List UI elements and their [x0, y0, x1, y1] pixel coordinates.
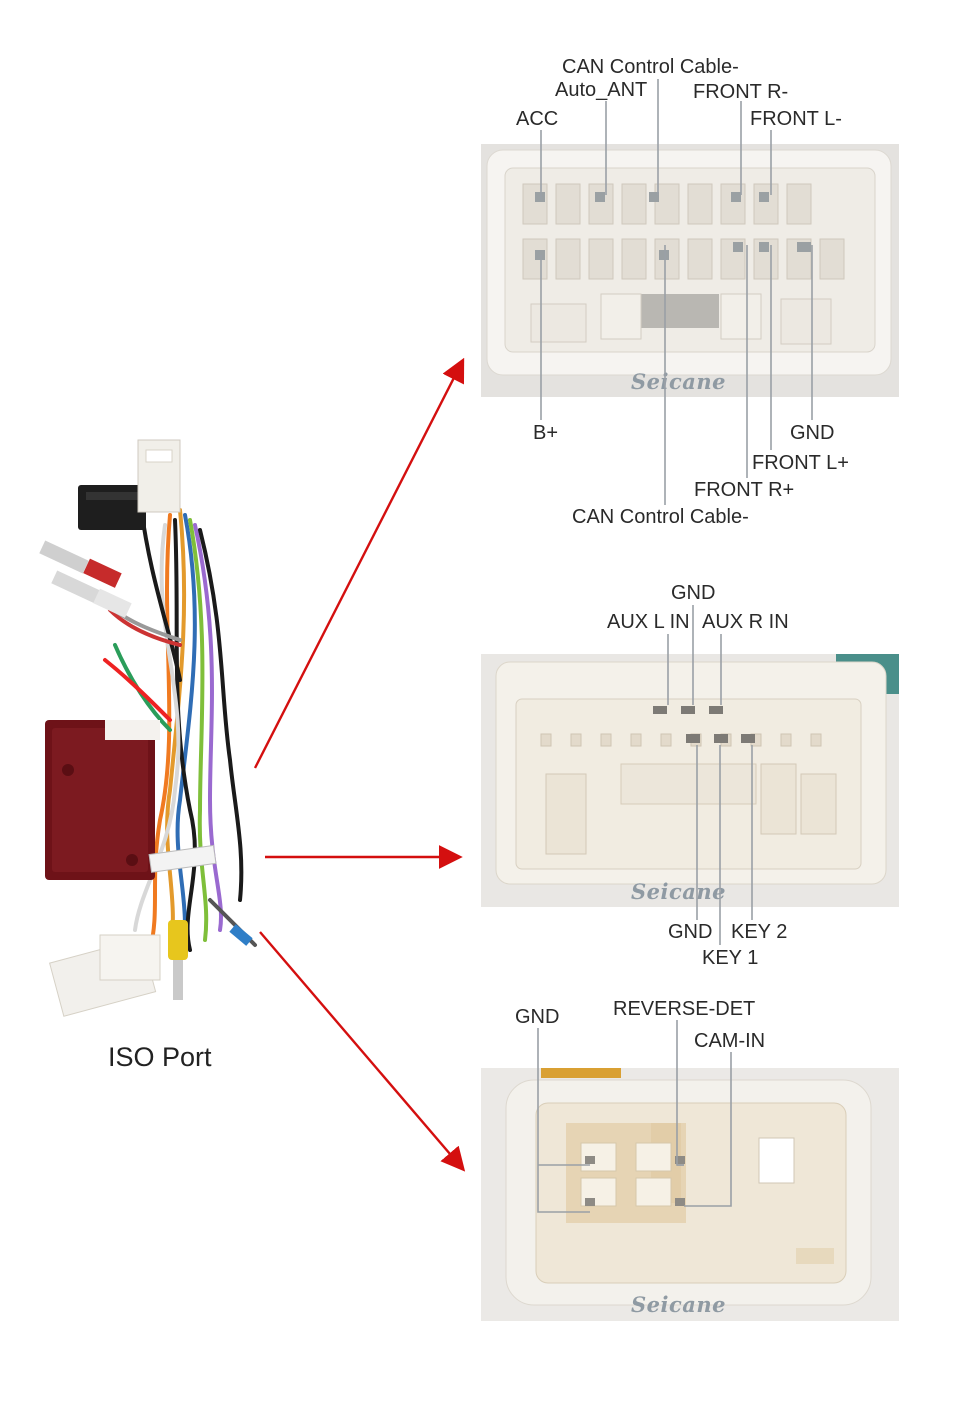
pin-label-gnd-aux-top: GND	[671, 582, 716, 604]
pin-label-gnd-camera: GND	[515, 1006, 560, 1028]
pin-label-gnd-main: GND	[790, 422, 835, 444]
pin-label-b-plus: B+	[533, 422, 559, 444]
pin-label-aux-l-in: AUX L IN	[607, 611, 690, 633]
seicane-watermark-camera: Seicane	[631, 1292, 727, 1317]
aux-connector-photo: Seicane	[481, 654, 899, 907]
seicane-watermark: Seicane	[631, 369, 727, 394]
arrow-to-camera-connector	[259, 931, 466, 1172]
pin-label-can-control-bottom: CAN Control Cable-	[572, 506, 749, 528]
pin-label-key-2: KEY 2	[731, 921, 788, 943]
pin-label-front-r-minus: FRONT R-	[693, 81, 789, 103]
pin-label-cam-in: CAM-IN	[694, 1030, 766, 1052]
pin-label-auto-ant: Auto_ANT	[555, 79, 648, 101]
camera-connector-photo: Seicane	[481, 1068, 899, 1321]
seicane-watermark-aux: Seicane	[631, 879, 727, 904]
pin-label-acc: ACC	[516, 108, 559, 130]
pin-label-aux-r-in: AUX R IN	[702, 611, 789, 633]
pin-label-reverse-det: REVERSE-DET	[613, 998, 756, 1020]
pin-label-front-l-plus: FRONT L+	[752, 452, 849, 474]
pin-label-key-1: KEY 1	[702, 947, 759, 969]
main-connector-photo: Seicane	[481, 144, 899, 397]
pin-label-front-r-plus: FRONT R+	[694, 479, 795, 501]
iso-harness-illustration	[30, 430, 280, 1030]
pin-label-front-l-minus: FRONT L-	[750, 108, 842, 130]
pin-label-gnd-aux-bottom: GND	[668, 921, 713, 943]
pin-label-can-control-top: CAN Control Cable-	[562, 56, 739, 78]
arrow-to-main-connector	[253, 357, 465, 769]
iso-port-caption: ISO Port	[108, 1042, 212, 1072]
